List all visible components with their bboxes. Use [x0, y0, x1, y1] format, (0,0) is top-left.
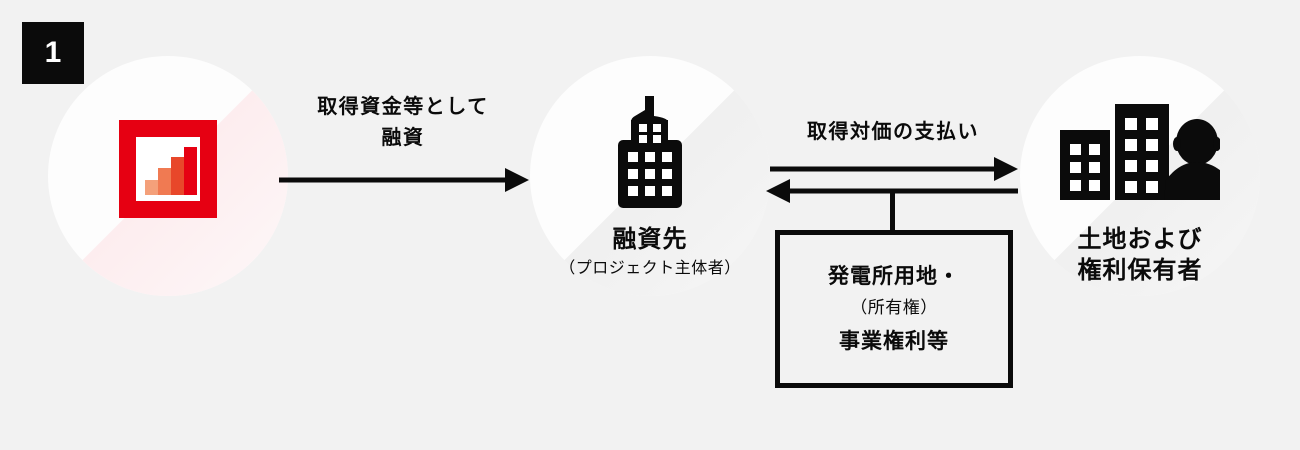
- asset-box-line1: 発電所用地・: [828, 264, 960, 288]
- asset-box-line2: （所有権）: [850, 297, 938, 317]
- step-number-badge: 1: [22, 22, 84, 84]
- landholder-label: 土地および 権利保有者: [970, 225, 1300, 286]
- payment-arrow: [770, 157, 1018, 181]
- landholder-label-main2: 権利保有者: [1077, 256, 1203, 284]
- bar-chart-finance-icon: [48, 120, 288, 218]
- step-number-text: 1: [44, 36, 62, 69]
- borrower-label-main: 融資先: [612, 226, 688, 253]
- loan-arrow: [279, 168, 529, 192]
- borrower-label: 融資先 （プロジェクト主体者）: [480, 225, 820, 280]
- skyscraper-icon: [530, 96, 770, 208]
- node-lender: [48, 56, 288, 296]
- payment-arrow-label: 取得対価の支払い: [807, 121, 979, 143]
- loan-arrow-label: 取得資金等として 融資: [317, 96, 489, 149]
- asset-box-connector: [890, 189, 895, 232]
- asset-box: 発電所用地・ （所有権） 事業権利等: [775, 230, 1013, 388]
- node-borrower: [530, 56, 770, 296]
- node-landholder: [1020, 56, 1260, 296]
- landholder-label-main: 土地および: [1077, 226, 1203, 253]
- borrower-label-sub: （プロジェクト主体者）: [559, 259, 741, 277]
- transfer-arrow: [766, 179, 1018, 203]
- buildings-and-person-icon: [1020, 104, 1260, 200]
- asset-box-line3: 事業権利等: [839, 330, 949, 354]
